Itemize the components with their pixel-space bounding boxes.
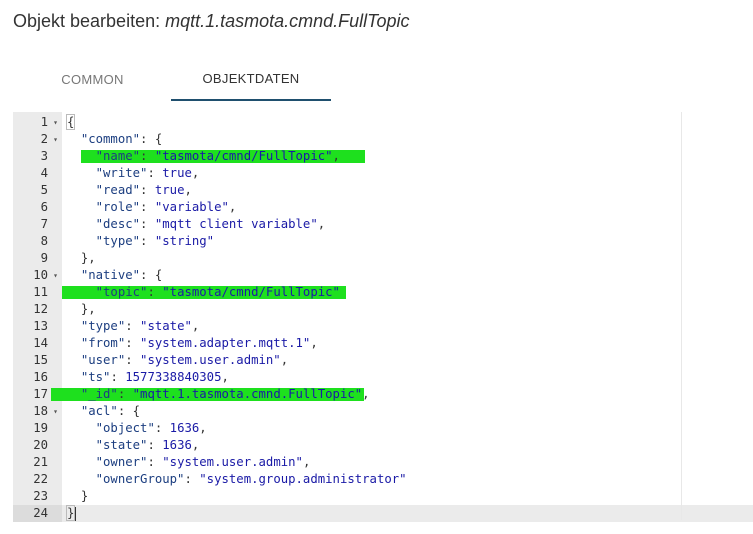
line-number: 22 xyxy=(33,472,48,486)
print-margin xyxy=(681,112,682,520)
fold-toggle-icon[interactable]: ▾ xyxy=(53,271,58,280)
fold-toggle-icon[interactable]: ▾ xyxy=(53,407,58,416)
object-id: mqtt.1.tasmota.cmnd.FullTopic xyxy=(165,11,410,31)
line-number: 19 xyxy=(33,421,48,435)
line-number: 14 xyxy=(33,336,48,350)
line-number: 4 xyxy=(40,166,48,180)
code-line[interactable]: "role": "variable", xyxy=(95,200,237,214)
code-line[interactable]: "read": true, xyxy=(95,183,192,197)
code-line[interactable]: "type": "state", xyxy=(80,319,200,333)
code-line[interactable]: "native": { xyxy=(80,268,163,282)
code-line[interactable]: { xyxy=(66,114,76,130)
tab-common[interactable]: COMMON xyxy=(61,72,124,87)
line-number: 3 xyxy=(40,149,48,163)
line-number: 21 xyxy=(33,455,48,469)
line-number: 24 xyxy=(13,505,62,522)
code-line[interactable]: "from": "system.adapter.mqtt.1", xyxy=(80,336,318,350)
line-number: 20 xyxy=(33,438,48,452)
json-code-editor[interactable]: 1▾ 2▾ 3 4 5 6 7 8 9 10▾ 11 12 13 14 15 16 17 18▾ 19 20 21 22 2… xyxy=(13,112,753,522)
fold-toggle-icon[interactable]: ▾ xyxy=(53,135,58,144)
line-number: 16 xyxy=(33,370,48,384)
code-line[interactable]: "name": "tasmota/cmnd/FullTopic", xyxy=(95,149,340,163)
code-line[interactable]: "write": true, xyxy=(95,166,200,180)
text-cursor xyxy=(75,506,77,521)
code-line[interactable]: } xyxy=(80,489,89,503)
code-line[interactable]: "common": { xyxy=(80,132,163,146)
line-number: 23 xyxy=(33,489,48,503)
code-line[interactable]: "ownerGroup": "system.group.administrato… xyxy=(95,472,407,486)
code-line[interactable]: }, xyxy=(80,302,96,316)
line-number: 11 xyxy=(33,285,48,299)
line-number: 17 xyxy=(33,387,48,401)
code-line[interactable]: "user": "system.user.admin", xyxy=(80,353,289,367)
code-line[interactable]: "_id": "mqtt.1.tasmota.cmnd.FullTopic", xyxy=(80,387,370,401)
code-line[interactable]: "acl": { xyxy=(80,404,141,418)
dialog-title-prefix: Objekt bearbeiten: xyxy=(13,11,166,31)
code-line[interactable]: }, xyxy=(80,251,96,265)
tab-bar: COMMON OBJEKTDATEN xyxy=(14,58,331,101)
line-number: 12 xyxy=(33,302,48,316)
tab-objektdaten[interactable]: OBJEKTDATEN xyxy=(171,58,331,101)
line-number: 7 xyxy=(40,217,48,231)
line-number: 10▾ xyxy=(33,268,58,282)
code-line[interactable]: "owner": "system.user.admin", xyxy=(95,455,311,469)
code-line[interactable]: "state": 1636, xyxy=(95,438,200,452)
line-number: 15 xyxy=(33,353,48,367)
dialog-title: Objekt bearbeiten: mqtt.1.tasmota.cmnd.F… xyxy=(13,11,410,32)
line-number-gutter: 1▾ 2▾ 3 4 5 6 7 8 9 10▾ 11 12 13 14 15 16 17 18▾ 19 20 21 22 2… xyxy=(13,112,62,522)
line-number: 2▾ xyxy=(40,132,58,146)
marker-highlight xyxy=(62,286,346,299)
marker-highlight xyxy=(51,388,365,401)
marker-highlight xyxy=(80,150,365,163)
line-number: 9 xyxy=(40,251,48,265)
code-line[interactable]: "topic": "tasmota/cmnd/FullTopic" xyxy=(95,285,340,299)
line-number: 1▾ xyxy=(40,115,58,129)
line-number: 5 xyxy=(40,183,48,197)
code-line[interactable]: "ts": 1577338840305, xyxy=(80,370,229,384)
line-number: 8 xyxy=(40,234,48,248)
code-line[interactable]: } xyxy=(66,505,77,521)
line-number: 13 xyxy=(33,319,48,333)
line-number: 18▾ xyxy=(33,404,58,418)
active-line-highlight xyxy=(62,505,753,522)
code-line[interactable]: "desc": "mqtt client variable", xyxy=(95,217,326,231)
fold-toggle-icon[interactable]: ▾ xyxy=(53,118,58,127)
code-line[interactable]: "type": "string" xyxy=(95,234,215,248)
code-line[interactable]: "object": 1636, xyxy=(95,421,207,435)
line-number: 6 xyxy=(40,200,48,214)
